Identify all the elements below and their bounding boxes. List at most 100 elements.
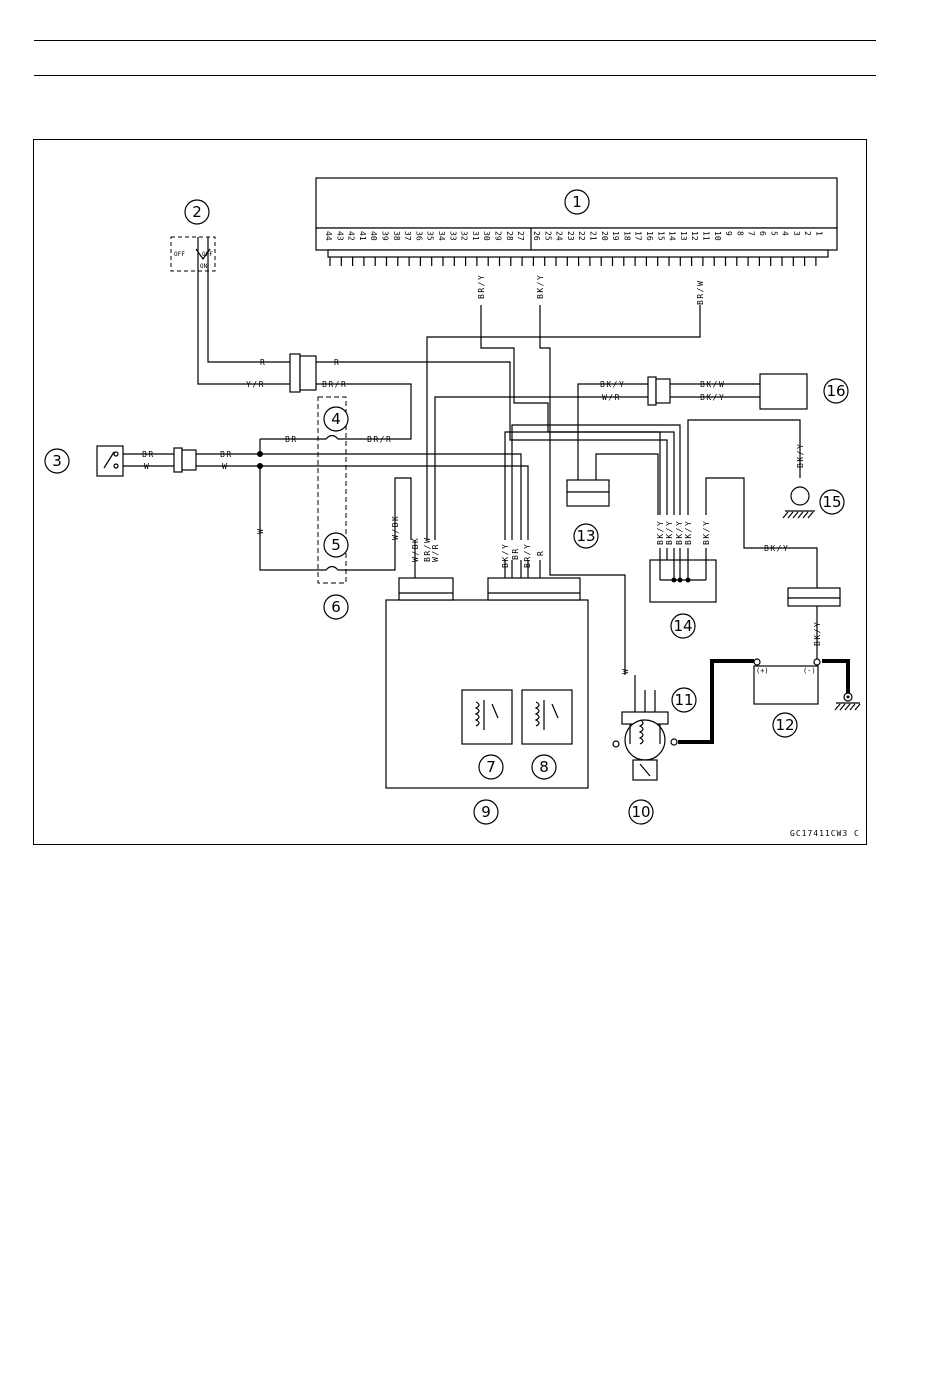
starter-motor [612,711,678,781]
diagram-frame [33,139,867,845]
ground-15 [782,486,815,519]
callout-6: 6 [323,594,349,620]
relay-box [385,577,589,789]
ecu-pin-number: 29 [494,231,503,241]
label-br-r-fuse: BR/R [367,435,392,444]
ecu-pin-number: 33 [448,231,457,241]
label-br-r-top: BR/R [322,380,347,389]
connector-14 [649,559,717,603]
wire-labels: BR/Y BK/Y BR/W R R Y/R BR/R BR BR/R BR W… [142,251,860,838]
label-c9-w-r: W/R [431,543,440,562]
ecu-pin-number: 41 [358,231,367,241]
ecu-pin-number: 23 [566,231,575,241]
svg-text:5: 5 [331,536,341,554]
ecu-pin-number: 19 [611,231,620,241]
ecu-pin-number: 12 [690,231,699,241]
label-c14-2: BK/Y [665,520,674,545]
ecu-pin-number: 25 [543,231,552,241]
label-bk-y-16b: BK/Y [700,393,725,402]
label-r-right: R [334,358,340,367]
svg-text:2: 2 [192,203,202,221]
callout-15: 15 [819,489,845,515]
label-ecu-br-w: BR/W [696,280,705,305]
ecu-pin-number: 6 [758,231,767,236]
ecu-pin-number: 9 [724,231,733,236]
label-bk-y-bat-a: BK/Y [764,544,789,553]
label-br-fuse: BR [285,435,298,444]
label-c14-3: BK/Y [675,520,684,545]
ecu-pin-number: 36 [414,231,423,241]
svg-text:1: 1 [572,193,582,211]
label-c9-bk-y: BK/Y [501,543,510,568]
label-bk-w-16: BK/W [700,380,725,389]
label-bk-y-15: BK/Y [796,443,805,468]
ecu-pin-number: 5 [769,231,778,236]
label-c9-br-w: BR/W [423,537,432,562]
ecu-pin-number: 13 [679,231,688,241]
callout-1: 1 [564,189,590,215]
label-ecu-bk-y: BK/Y [536,274,545,299]
svg-text:6: 6 [331,598,341,616]
ecu-pin-number: 15 [656,231,665,241]
ecu-pin-number: 42 [347,231,356,241]
svg-text:15: 15 [822,493,841,511]
label-y-r: Y/R [246,380,265,389]
label-c9-br: BR [511,547,520,560]
label-main-w: W [222,462,228,471]
ecu-pin-number: 4 [781,231,790,236]
label-c9-br-y: BR/Y [523,543,532,568]
ecu-pin-number: 7 [747,231,756,236]
wires [123,282,818,712]
connector-2 [289,353,317,393]
ecu-pin-number: 26 [532,231,541,241]
battery-ground [834,692,861,711]
svg-text:11: 11 [674,691,693,709]
ecu-pin-number: 10 [713,231,722,241]
ecu-pin-number: 39 [381,231,390,241]
ecu-pin-number: 24 [555,231,564,241]
label-sw-w: W [144,462,150,471]
ecu-pin-number: 22 [577,231,586,241]
connector-13 [566,479,610,507]
label-starter-w: W [621,668,630,674]
callout-8: 8 [531,754,557,780]
label-c14-5: BK/Y [702,520,711,545]
callout-11: 11 [671,687,697,713]
battery-fuse-connector [787,587,841,607]
connector-3 [173,447,197,473]
svg-text:3: 3 [52,452,62,470]
svg-text:4: 4 [331,410,341,428]
component-16-box [759,373,808,410]
label-c14-4: BK/Y [684,520,693,545]
callout-14: 14 [670,613,696,639]
ecu-pin-number: 21 [589,231,598,241]
ecu-pin-number: 31 [471,231,480,241]
ecu-pin-number: 16 [645,231,654,241]
label-bk-y-16a: BK/Y [600,380,625,389]
label-switch-off-right: OFF [202,251,213,258]
label-w-r-16: W/R [602,393,621,402]
figure-code: GC17411CW3 C [790,829,860,838]
label-switch-on: ON [200,263,208,270]
ecu-pin-number: 14 [668,231,677,241]
callout-16: 16 [823,378,849,404]
svg-text:12: 12 [775,716,794,734]
label-c9-w-bk: W/BK [411,537,420,562]
label-c9-r: R [536,550,545,556]
callout-10: 10 [628,799,654,825]
ecu-pin-number: 18 [622,231,631,241]
ecu-pin-number: 28 [505,231,514,241]
ignition-switch [170,236,216,282]
label-ecu-br-y: BR/Y [477,274,486,299]
ecu-pin-number: 11 [702,231,711,241]
label-bat-plus: (+) [756,667,769,675]
ecu-pin-number: 44 [324,231,333,241]
fuse-box [317,396,347,584]
callout-9: 9 [473,799,499,825]
ecu-pin-number: 43 [335,231,344,241]
label-main-br: BR [220,450,233,459]
callout-2: 2 [184,199,210,225]
callout-7: 7 [478,754,504,780]
